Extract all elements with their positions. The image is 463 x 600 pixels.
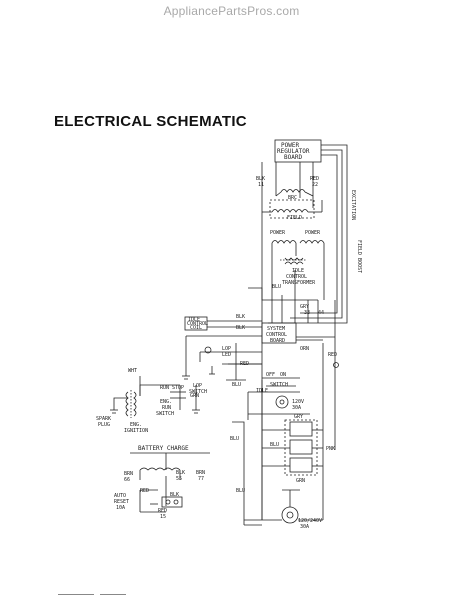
eng-run-switch-label-3: SWITCH — [156, 411, 174, 417]
vertical-label-excitation: EXCITATION — [350, 190, 356, 220]
auto-reset-label-3: 10A — [116, 505, 125, 511]
eng-run-switch-label-1: ENG. — [160, 399, 172, 405]
eng-ignition-label-2: IGNITION — [124, 428, 148, 434]
receptacle-240v-label-1: 120/240V — [298, 518, 322, 524]
wire-blu-5: BLU — [236, 488, 245, 494]
wire-blk-2: BLK — [236, 314, 245, 320]
wire-num-44: 44 — [318, 310, 324, 316]
lop-led-label-2: LED — [222, 352, 231, 358]
spark-plug-label-2: PLUG — [98, 422, 110, 428]
receptacle-240v-label-2: 30A — [300, 524, 309, 530]
idle-switch-label-2: SWITCH — [270, 382, 288, 388]
wire-blk-4: BLK — [176, 470, 185, 476]
power-regulator-label-3: BOARD — [284, 154, 302, 161]
receptacle-120v-label-1: 120V — [292, 399, 304, 405]
receptacle-120v-label-2: 30A — [292, 405, 301, 411]
field-label: FIELD — [287, 215, 302, 221]
battery-charge-label: BATTERY CHARGE — [138, 445, 189, 452]
wire-gry: GRY — [300, 304, 309, 310]
wire-brn-2: BRN — [196, 470, 205, 476]
power-regulator-label-1: POWER — [281, 142, 299, 149]
wire-red-4: RED — [140, 488, 149, 494]
off-label: OFF — [266, 372, 275, 378]
wire-num-77: 77 — [198, 476, 204, 482]
wire-blk-3: BLK — [236, 325, 245, 331]
wire-wht: WHT — [128, 368, 137, 374]
power-left-label: POWER — [270, 230, 286, 236]
wire-blu-4: BLU — [230, 436, 239, 442]
wire-num-11: 11 — [258, 182, 264, 188]
wire-brn: BRN — [124, 471, 133, 477]
wire-num-15: 15 — [160, 514, 166, 520]
idle-coil-label-2: CONTROL — [187, 321, 208, 327]
wire-blk: BLK — [256, 176, 265, 182]
system-control-board — [261, 322, 297, 344]
wire-red-5: RED — [328, 352, 337, 358]
wire-red-2: RED — [240, 361, 249, 367]
system-board-label-1: SYSTEM — [267, 326, 285, 332]
wire-num-33: 33 — [304, 310, 310, 316]
wire-orn: ORN — [300, 346, 309, 352]
power-right-label: POWER — [305, 230, 321, 236]
spark-plug-label-1: SPARK — [96, 416, 111, 422]
power-regulator-board — [274, 139, 322, 163]
wire-num-66: 66 — [124, 477, 130, 483]
wire-num-55: 55 — [176, 476, 182, 482]
footer-rule-2 — [100, 594, 126, 595]
power-regulator-label-2: REGULATOR — [277, 148, 310, 155]
idle-transformer-label-3: TRANSFORMER — [282, 280, 316, 286]
auto-reset-label-2: RESET — [114, 499, 129, 505]
idle-coil-label-3: COIL — [190, 325, 202, 331]
wire-grn-2: GRN — [296, 478, 305, 484]
idle-coil-label-1: IDLE — [188, 317, 200, 323]
wire-blu-3: BLU — [232, 382, 241, 388]
brc-label: BRC — [288, 195, 297, 201]
system-board-label-2: CONTROL — [266, 332, 287, 338]
run-label: RUN — [160, 385, 169, 391]
wire-blk-5: BLK — [170, 492, 179, 498]
lop-switch-label-1: LOP — [193, 383, 202, 389]
page-title: ELECTRICAL SCHEMATIC — [54, 113, 247, 130]
on-label: ON — [280, 372, 286, 378]
wire-red: RED — [310, 176, 319, 182]
wire-blu-2: BLU — [270, 442, 279, 448]
auto-reset-label-1: AUTO — [114, 493, 126, 499]
system-board-label-3: BOARD — [270, 338, 285, 344]
idle-transformer-label-1: IDLE — [292, 268, 304, 274]
eng-ignition-label-1: ENG. — [130, 422, 142, 428]
idle-switch-label-1: IDLE — [256, 388, 268, 394]
idle-transformer-label-2: CONTROL — [286, 274, 307, 280]
schematic-labels: POWER REGULATOR BOARD BRC FIELD POWER PO… — [96, 142, 337, 530]
lop-switch-label-2: SWITCH — [189, 389, 207, 395]
footer-rule-1 — [58, 594, 94, 595]
wire-grn: GRN — [190, 393, 199, 399]
wire-blu: BLU — [272, 284, 281, 290]
watermark: AppliancePartsPros.com — [163, 4, 300, 18]
stop-label: STOP — [172, 385, 184, 391]
lop-led-label-1: LOP — [222, 346, 231, 352]
wire-red-3: RED — [158, 508, 167, 514]
eng-run-switch-label-2: RUN — [162, 405, 171, 411]
vertical-label-field-boost: FIELD BOOST — [356, 240, 362, 273]
wire-pnk: PNK — [326, 446, 335, 452]
wire-gry-2: GRY — [294, 414, 303, 420]
wire-num-22: 22 — [312, 182, 318, 188]
